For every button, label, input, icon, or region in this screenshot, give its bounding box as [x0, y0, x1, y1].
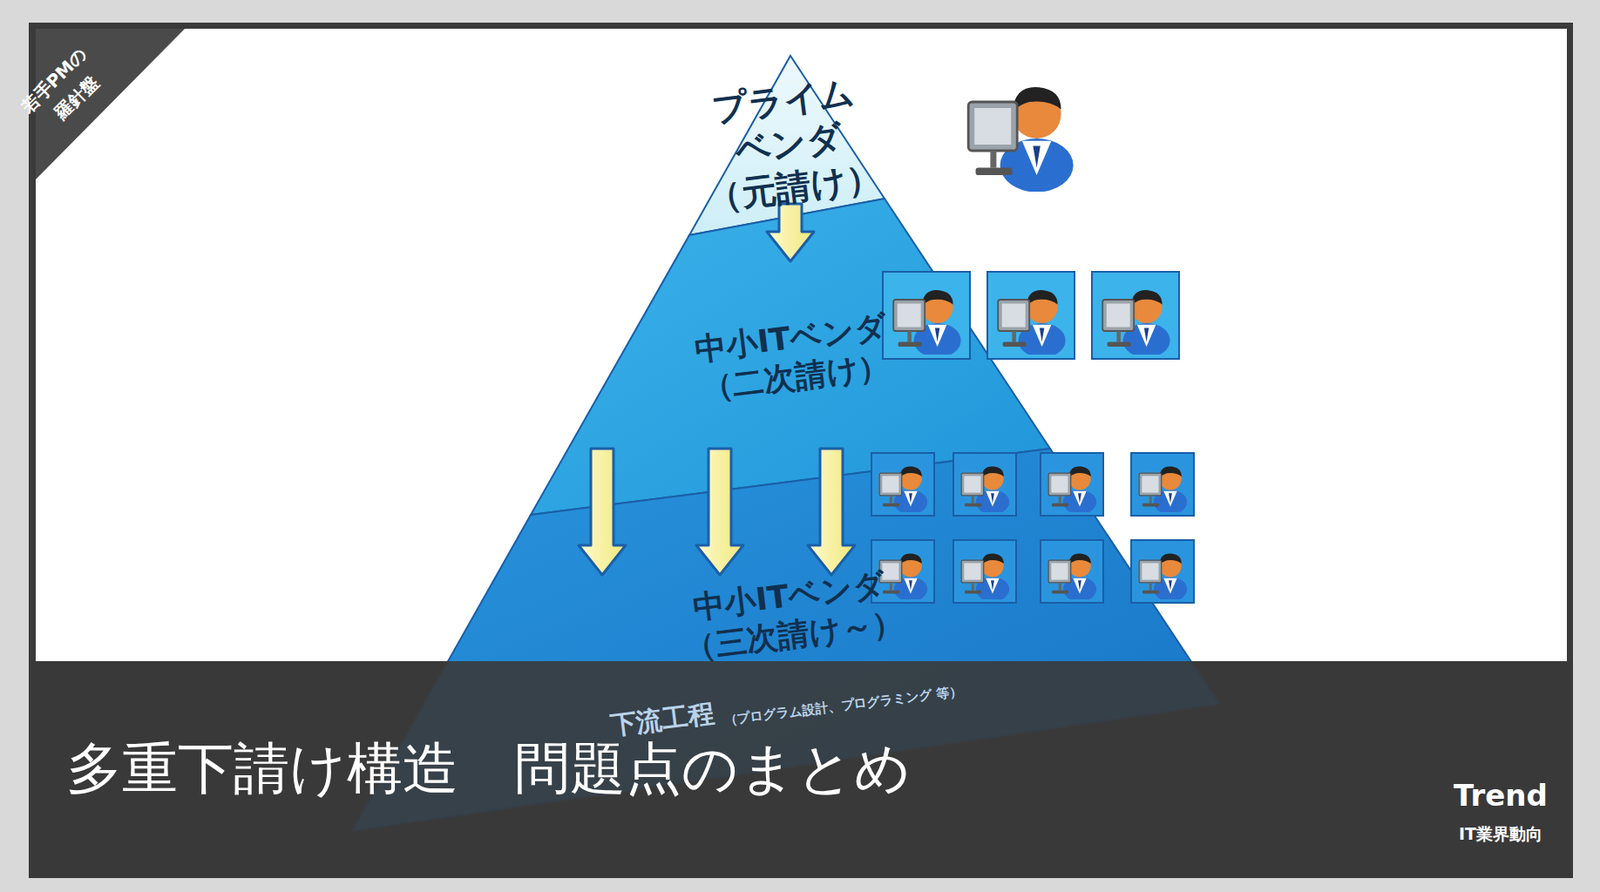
flow-arrow: [696, 448, 744, 576]
category-label: Trend: [1453, 777, 1548, 815]
pyramid-band: 中小ITベンダ （二次請け）: [530, 198, 1051, 516]
band-label: 中小ITベンダ （二次請け）: [672, 304, 913, 411]
category-sub: IT業界動向: [1458, 824, 1543, 846]
flow-arrow: [766, 203, 814, 262]
flow-arrow: [807, 448, 855, 576]
flow-arrow: [578, 448, 626, 576]
band-label: 中小ITベンダ （三次請け～）: [671, 562, 911, 669]
band-label: プライム ベンダ （元請け）: [692, 67, 886, 220]
page-title: 多重下請け構造 問題点のまとめ: [66, 733, 912, 804]
pyramid-band: プライム ベンダ （元請け）: [689, 55, 885, 236]
band-note: 下流工程: [608, 697, 717, 743]
band-note: （プログラム設計、プログラミング 等）: [723, 683, 963, 729]
